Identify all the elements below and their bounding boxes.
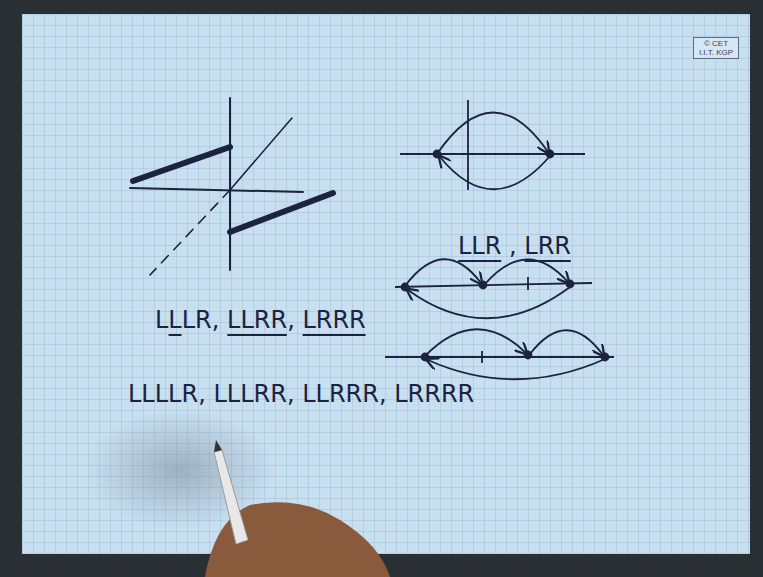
underline — [303, 334, 364, 336]
underline — [459, 260, 500, 262]
orbit-words: LLR , LRR — [458, 232, 571, 260]
map-plot — [130, 98, 333, 275]
underline — [228, 334, 286, 336]
underline — [169, 334, 180, 336]
watermark-box: © CET I.I.T. KGP — [693, 37, 739, 59]
orbit-words: LLLLR, LLLRR, LLRRR, LRRRR — [128, 380, 474, 408]
orbit-words: LLLR, LLRR, LRRR — [155, 306, 366, 334]
watermark-text: © CET I.I.T. KGP — [697, 39, 735, 57]
orbit-2 — [400, 100, 585, 190]
orbit-4 — [385, 329, 614, 379]
hand-with-pen — [205, 440, 390, 577]
orbit-3 — [395, 259, 592, 318]
underline — [525, 260, 570, 262]
